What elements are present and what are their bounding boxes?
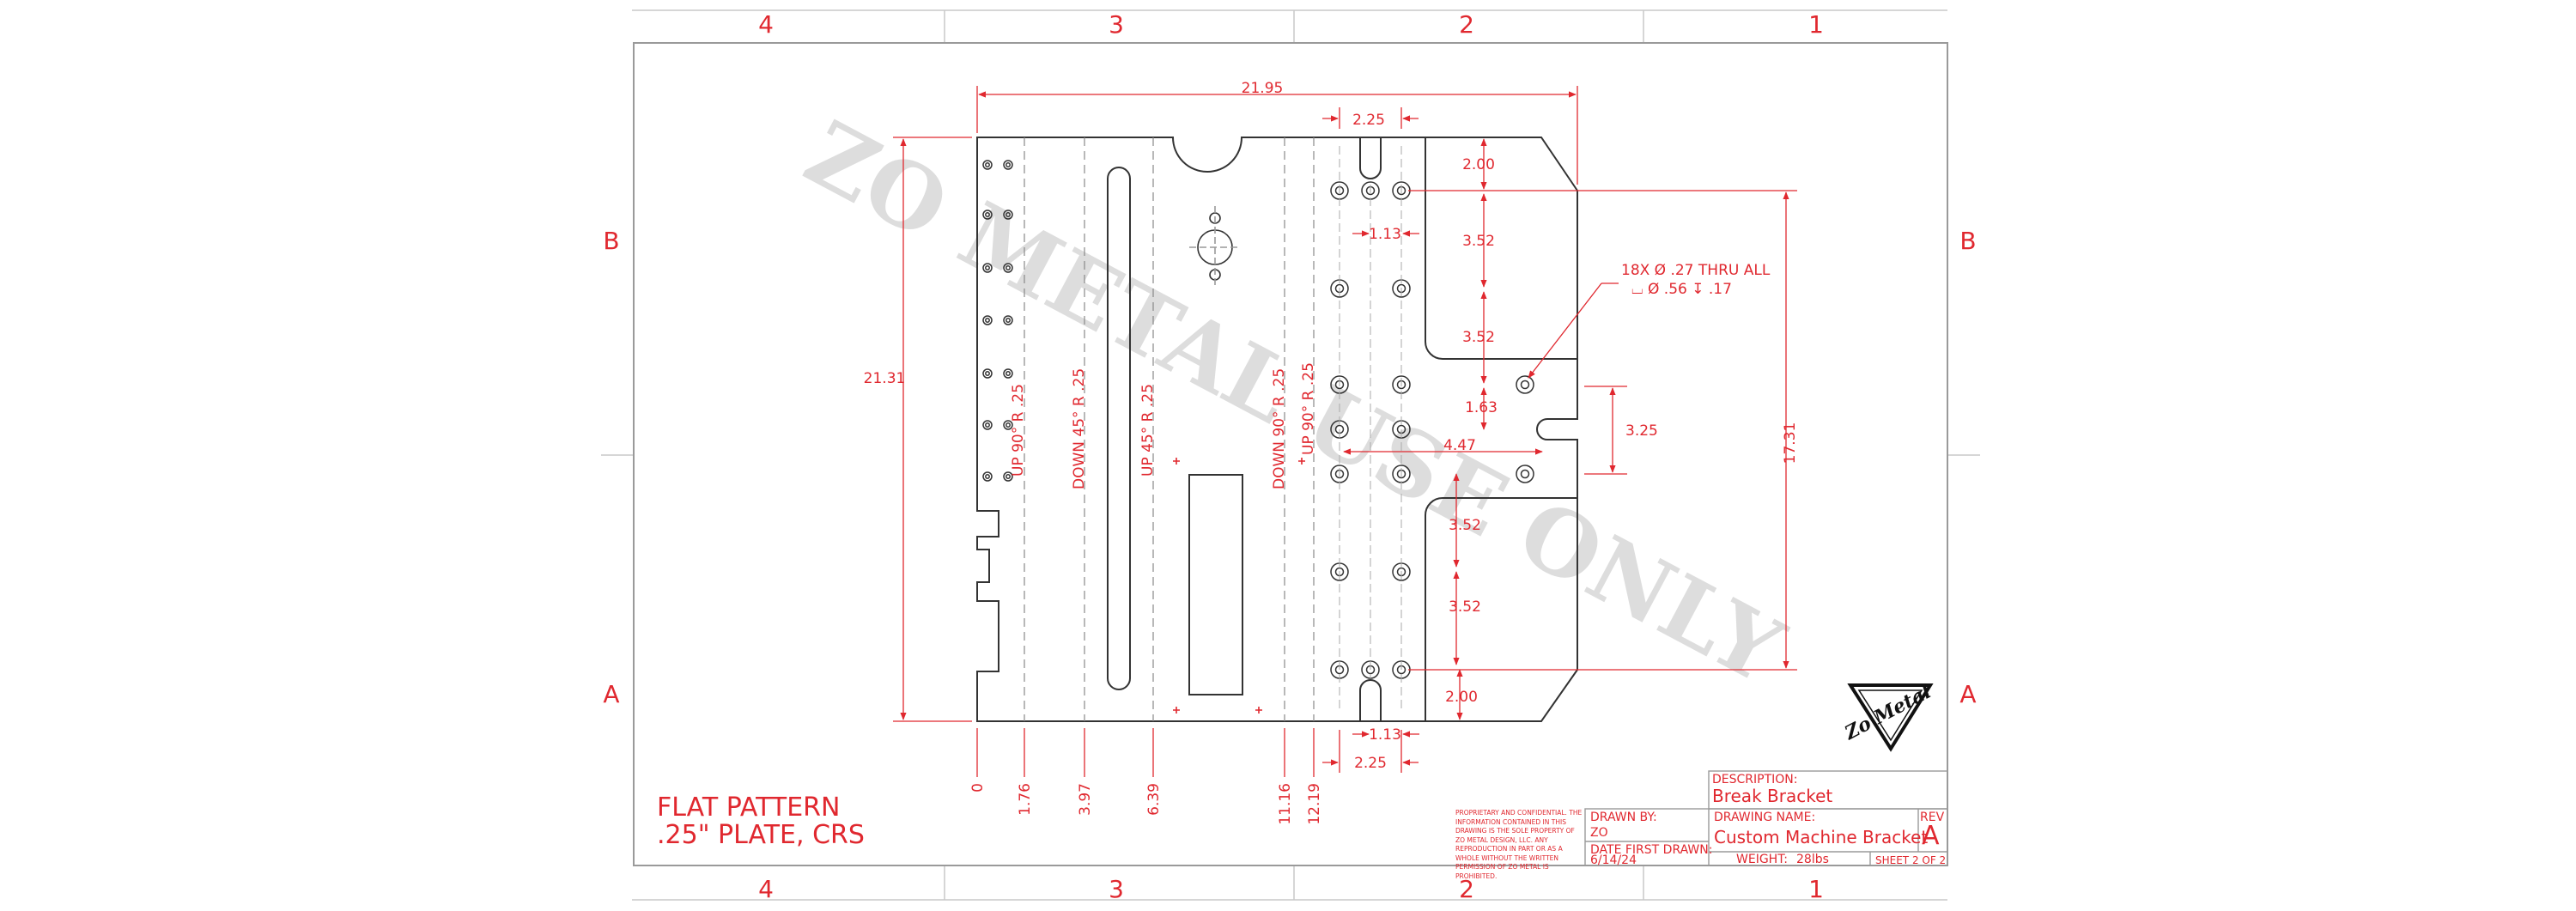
sheet-border [633,42,1948,866]
baseline-labels: 0 1.76 3.97 6.39 11.16 12.19 [969,783,1323,825]
small-hole [982,420,993,430]
bend-label: UP 45° R .25 [1139,384,1157,477]
baseline-value: 0 [969,783,987,793]
dim-spacing: 3.52 [1462,233,1495,250]
small-hole [982,315,993,325]
description-label: DESCRIPTION: [1712,773,1798,786]
part-outline [976,137,1578,722]
dim-notch-offset: 1.63 [1465,399,1498,416]
proprietary-notice: PROPRIETARY AND CONFIDENTIAL. THE INFORM… [1455,809,1583,880]
upper-right-cutout [1425,137,1577,360]
rev-value: A [1922,821,1940,851]
small-hole [982,471,993,482]
zone-labels: 4 3 2 1 4 3 2 1 B B A A [603,10,1976,903]
dim-overall-height: 21.31 [864,370,906,387]
window-cutout [1188,474,1243,695]
cross-marks [1173,458,1305,714]
baseline-value: 1.76 [1017,783,1034,816]
hole-callout-line1: 18X Ø .27 THRU ALL [1621,262,1771,279]
small-hole [1003,210,1013,220]
hole-centerlines [1339,146,1402,713]
zone-frame [601,9,1980,901]
dim-hole-row-span: 17.31 [1782,422,1799,465]
sheet-number: SHEET 2 OF 2 [1875,854,1947,866]
dimension-lines [893,86,1797,777]
small-hole [982,368,993,379]
drawn-by-value: ZO [1590,826,1608,840]
top-slot [1359,137,1382,179]
bend-label: DOWN 45° R .25 [1071,368,1088,489]
zone-col-label: 3 [1109,875,1124,903]
baseline-value: 12.19 [1306,783,1323,825]
flat-pattern-line2: .25" PLATE, CRS [657,820,865,850]
zone-col-label: 1 [1808,10,1824,39]
zone-col-label: 4 [758,10,774,39]
zone-row-label: A [603,680,619,708]
dim-bottom-slot-offset: 1.13 [1369,726,1401,744]
lower-right-cutout [1425,497,1577,721]
baseline-value: 3.97 [1077,783,1094,816]
bend-labels: UP 90° R .25 DOWN 45° R .25 UP 45° R .25… [1010,362,1317,489]
dim-bottom-slot-width: 2.25 [1354,755,1387,772]
date-label: DATE FIRST DRAWN: [1590,843,1713,857]
small-hole [982,160,993,170]
description-value: Break Bracket [1712,786,1833,806]
dim-top-slot-offset: 1.13 [1369,226,1401,243]
bend-lines [1024,137,1315,721]
zone-col-label: 2 [1459,10,1474,39]
bend-label: DOWN 90° R .25 [1271,368,1288,489]
long-slot [1107,167,1131,690]
small-hole [1003,160,1013,170]
zone-col-label: 3 [1109,10,1124,39]
zone-col-label: 4 [758,875,774,903]
dim-spacing: 3.52 [1449,598,1481,616]
weight-value: 28lbs [1796,853,1829,866]
flat-pattern-line1: FLAT PATTERN [657,793,841,823]
zone-row-label: B [603,227,619,255]
title-block-grid [1584,770,1948,866]
center-hole [1189,206,1241,287]
small-hole [1003,263,1013,273]
small-hole [1003,471,1013,482]
small-hole [982,263,993,273]
baseline-value: 11.16 [1277,783,1294,825]
mounting-hole [1516,375,1534,394]
baseline-value: 6.39 [1145,783,1163,816]
dim-bottom-edge-offset: 2.00 [1445,689,1478,706]
weight-label: WEIGHT: [1736,853,1788,866]
zone-row-label: B [1959,227,1976,255]
dim-notch-width: 3.25 [1625,422,1658,440]
dim-hole-to-notch: 4.47 [1443,437,1476,454]
bend-label: UP 90° R .25 [1010,384,1027,477]
zone-col-label: 2 [1459,875,1474,903]
left-hole-pattern [982,160,1013,482]
hole-callout-line2: ⌴ Ø .56 ↧ .17 [1631,281,1732,298]
drawing-name-label: DRAWING NAME: [1714,811,1816,824]
zone-col-label: 1 [1808,875,1824,903]
mounting-hole [1516,465,1534,483]
bend-label: UP 90° R .25 [1300,362,1317,455]
small-hole [1003,368,1013,379]
rev-label: REV [1920,811,1945,824]
dim-top-slot-width: 2.25 [1352,112,1385,129]
zone-row-label: A [1959,680,1976,708]
dim-top-edge-offset: 2.00 [1462,156,1495,173]
drawn-by-label: DRAWN BY: [1590,811,1657,824]
date-value: 6/14/24 [1590,853,1637,867]
dim-overall-width: 21.95 [1242,80,1284,97]
small-hole [982,210,993,220]
dim-spacing: 3.52 [1462,329,1495,346]
small-hole [1003,315,1013,325]
dimension-labels: 21.95 21.31 2.25 2.25 1.13 1.13 2.00 3.5… [864,80,1799,772]
drawing-name-value: Custom Machine Bracket [1714,827,1929,847]
small-hole [1003,420,1013,430]
dim-spacing: 3.52 [1449,517,1481,534]
flat-pattern-note: FLAT PATTERN .25" PLATE, CRS [657,794,865,849]
company-logo: Zo Metal [1840,681,1935,752]
bottom-slot [1359,679,1382,721]
